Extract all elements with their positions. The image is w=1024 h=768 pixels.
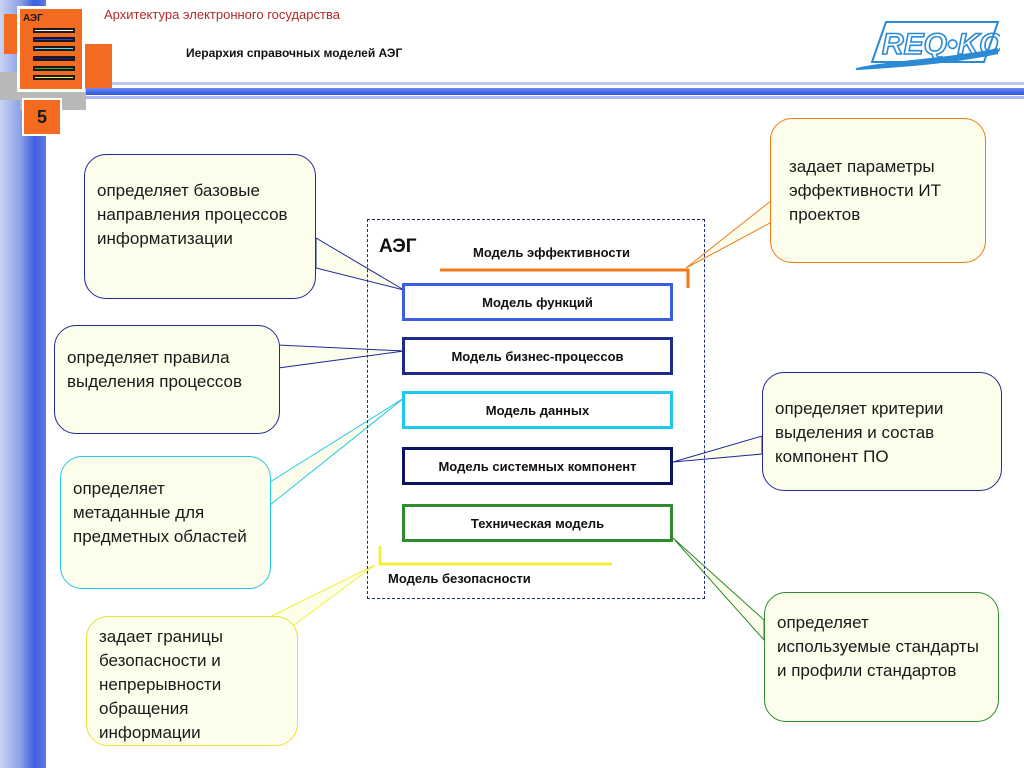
brand-text: REQ•KO xyxy=(882,28,1000,61)
logo-stripe xyxy=(33,75,75,80)
callout-efficiency: задает параметры эффективности ИТ проект… xyxy=(770,118,986,263)
functions-model-box: Модель функций xyxy=(402,283,673,321)
brand-logo: REQ•KO xyxy=(856,21,1000,70)
callout-pointer-functions xyxy=(315,237,405,291)
header-divider xyxy=(0,96,1024,99)
page-number: 5 xyxy=(22,98,62,136)
callout-security: задает границы безопасности и непрерывно… xyxy=(86,616,298,746)
aeg-frame xyxy=(367,219,705,599)
presentation-subtitle: Архитектура электронного государства xyxy=(104,7,340,22)
business-process-model-box: Модель бизнес-процессов xyxy=(402,337,673,375)
callout-system-components: определяет критерии выделения и состав к… xyxy=(762,372,1002,491)
header-divider xyxy=(0,82,1024,85)
security-model-bracket xyxy=(378,546,612,566)
logo-stripe xyxy=(33,66,75,71)
technical-model-box: Техническая модель xyxy=(402,504,673,542)
data-model-box: Модель данных xyxy=(402,391,673,429)
callout-business-processes: определяет правила выделения процессов xyxy=(54,325,280,434)
slide-title: Иерархия справочных моделей АЭГ xyxy=(186,46,403,60)
logo-stripe xyxy=(33,46,75,51)
callout-data: определяет метаданные для предметных обл… xyxy=(60,456,271,589)
aeg-frame-label: АЭГ xyxy=(379,236,417,257)
logo-stripe xyxy=(33,56,75,61)
logo-stripe xyxy=(33,28,75,33)
system-components-model-box: Модель системных компонент xyxy=(402,447,673,485)
callout-technical: определяет используемые стандарты и проф… xyxy=(764,592,999,722)
efficiency-model-bracket xyxy=(440,268,690,288)
efficiency-model-label: Модель эффективности xyxy=(473,245,630,260)
callout-functions: определяет базовые направления процессов… xyxy=(84,154,316,299)
logo-stripe xyxy=(33,37,75,42)
header-divider xyxy=(0,88,1024,95)
security-model-label: Модель безопасности xyxy=(388,571,531,586)
logo-text: АЭГ xyxy=(23,13,43,24)
